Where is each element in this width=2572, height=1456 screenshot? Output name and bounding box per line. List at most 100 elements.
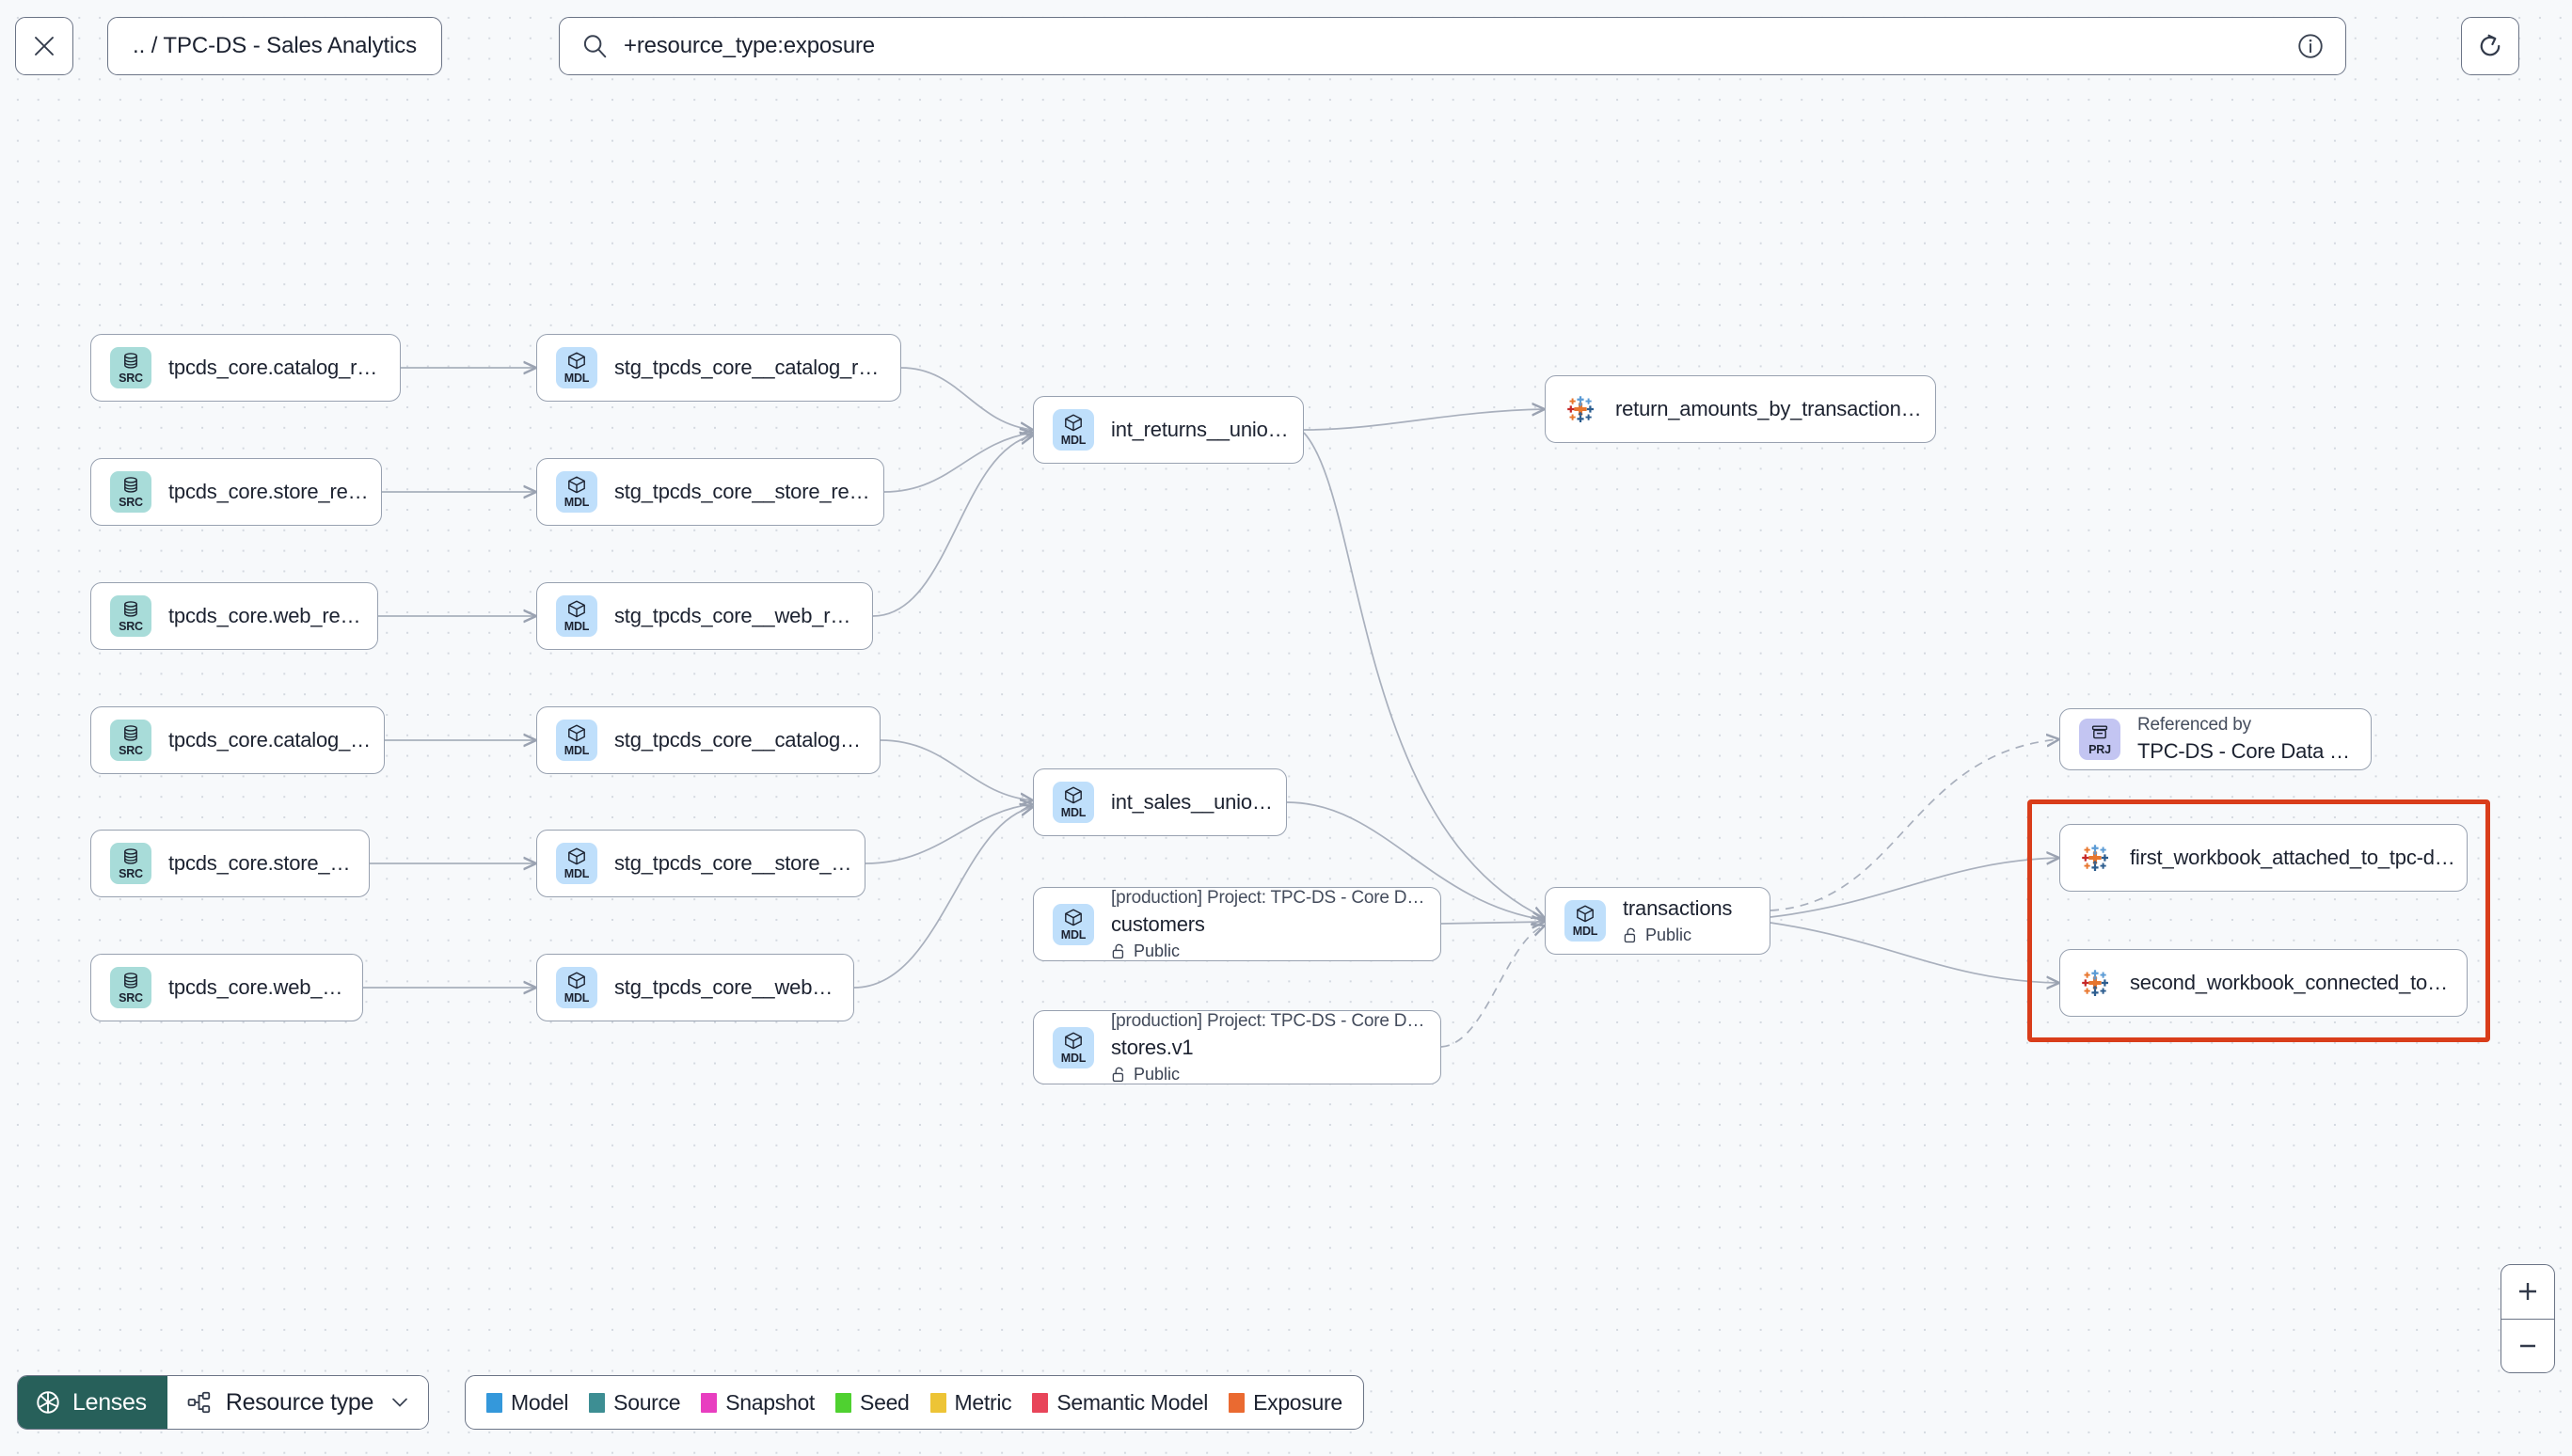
node-reference-label: Referenced by [2137,715,2251,735]
plus-icon [2519,1283,2536,1301]
tableau-icon [2082,970,2108,996]
node-type-badge-src: SRC [110,843,151,884]
lenses-label: Lenses [72,1388,147,1416]
cube-icon [568,847,585,865]
chevron-down-icon [392,1398,407,1407]
graph-node-stores_v1[interactable]: MDL[production] Project: TPC-DS - Core D… [1033,1010,1441,1084]
resource-type-dropdown[interactable]: Resource type [167,1376,429,1429]
info-circle-icon[interactable] [2296,32,2325,60]
tableau-icon [2079,842,2111,874]
node-type-badge-label: SRC [119,371,143,385]
node-type-badge-label: SRC [119,866,143,880]
node-type-badge-label: MDL [1060,927,1087,942]
search-input[interactable]: +resource_type:exposure [624,33,875,58]
search-bar[interactable]: +resource_type:exposure [559,17,2346,75]
cube-icon [568,724,585,742]
cube-icon [568,352,585,370]
hierarchy-icon [187,1391,210,1414]
legend-label: Seed [860,1389,910,1415]
node-label: int_sales__unioned [1111,790,1275,814]
cube-icon [1065,786,1082,804]
resource-type-label: Resource type [225,1388,374,1416]
graph-node-referenced_by_project[interactable]: PRJ Referenced by TPC-DS - Core Data Model… [2059,708,2372,770]
legend-label: Source [613,1389,681,1415]
legend-item-snapshot[interactable]: Snapshot [701,1390,815,1416]
close-icon [35,37,54,55]
node-type-badge-mdl: MDL [556,347,597,388]
legend-item-seed[interactable]: Seed [835,1390,910,1416]
node-type-badge-src: SRC [110,720,151,761]
node-label: first_workbook_attached_to_tpc-ds_-_… [2130,846,2455,869]
node-type-badge-mdl: MDL [556,720,597,761]
node-visibility-label: Public [1645,926,1692,944]
cube-icon [568,476,585,494]
graph-node-return_amounts[interactable]: return_amounts_by_transaction_type [1545,375,1936,443]
legend-item-model[interactable]: Model [486,1390,568,1416]
node-type-badge-mdl: MDL [556,843,597,884]
lenses-button[interactable]: Lenses [18,1376,167,1429]
database-icon [124,476,137,493]
node-label: stg_tpcds_core__catalog_returns [614,356,889,379]
zoom-in-button[interactable] [2501,1265,2554,1320]
zoom-controls[interactable] [2501,1264,2555,1373]
graph-node-second_workbook[interactable]: second_workbook_connected_to_live… [2059,949,2468,1017]
legend-item-semantic-model[interactable]: Semantic Model [1032,1390,1208,1416]
legend-label: Semantic Model [1056,1389,1209,1415]
resource-type-legend: Model Source Snapshot Seed Metric Semantic Mo… [465,1375,1364,1430]
node-label: return_amounts_by_transaction_type [1615,397,1924,420]
lock-open-icon [1112,1067,1124,1082]
breadcrumb[interactable]: .. / TPC-DS - Sales Analytics [107,17,443,75]
refresh-icon [2480,34,2501,56]
node-type-badge-mdl: MDL [1053,1026,1094,1068]
legend-item-exposure[interactable]: Exposure [1229,1390,1342,1416]
node-type-badge-label: MDL [564,991,590,1005]
node-label: stg_tpcds_core__store_returns [614,480,872,503]
node-type-badge-mdl: MDL [556,595,597,637]
node-label: stg_tpcds_core__catalog_sales [614,728,868,752]
graph-node-stg_catalog_returns[interactable]: MDL stg_tpcds_core__catalog_returns [536,334,901,402]
database-icon [124,972,137,989]
node-type-badge-prj: PRJ [2079,719,2120,760]
node-type-badge-mdl: MDL [1053,903,1094,945]
tableau-icon [1567,396,1594,422]
graph-node-customers[interactable]: MDL[production] Project: TPC-DS - Core D… [1033,887,1441,961]
node-type-badge-label: PRJ [2088,742,2111,756]
legend-item-source[interactable]: Source [589,1389,681,1416]
bottom-toolbar: Lenses Resource type Model Source Snapshot… [0,1353,2572,1456]
cube-icon [1065,1032,1082,1050]
legend-item-metric[interactable]: Metric [929,1390,1012,1416]
node-label: second_workbook_connected_to_live… [2130,971,2455,994]
node-type-badge-mdl: MDL [556,471,597,513]
node-type-badge-label: MDL [564,867,590,881]
aperture-icon [37,1391,59,1414]
node-visibility: Public [1111,1065,1429,1084]
lenses-group[interactable]: Lenses Resource type [17,1375,430,1430]
zoom-out-button[interactable] [2501,1320,2554,1373]
graph-node-stg_web_sales[interactable]: MDL stg_tpcds_core__web_sales [536,954,854,1021]
node-type-badge-label: MDL [564,372,590,386]
graph-node-stg_catalog_sales[interactable]: MDL stg_tpcds_core__catalog_sales [536,706,881,774]
node-type-badge-label: MDL [564,620,590,634]
node-label: stg_tpcds_core__web_sales [614,975,842,999]
node-type-badge-label: MDL [1060,1051,1087,1065]
graph-node-stg_store_returns[interactable]: MDL stg_tpcds_core__store_returns [536,458,884,526]
node-visibility: Public [1111,942,1429,961]
graph-node-first_workbook[interactable]: first_workbook_attached_to_tpc-ds_-_… [2059,824,2468,892]
refresh-button[interactable] [2461,17,2519,75]
close-button[interactable] [15,17,73,75]
node-label: TPC-DS - Core Data Models [2137,739,2359,763]
legend-swatch [589,1392,606,1413]
node-label: tpcds_core.web_sales [168,975,351,999]
